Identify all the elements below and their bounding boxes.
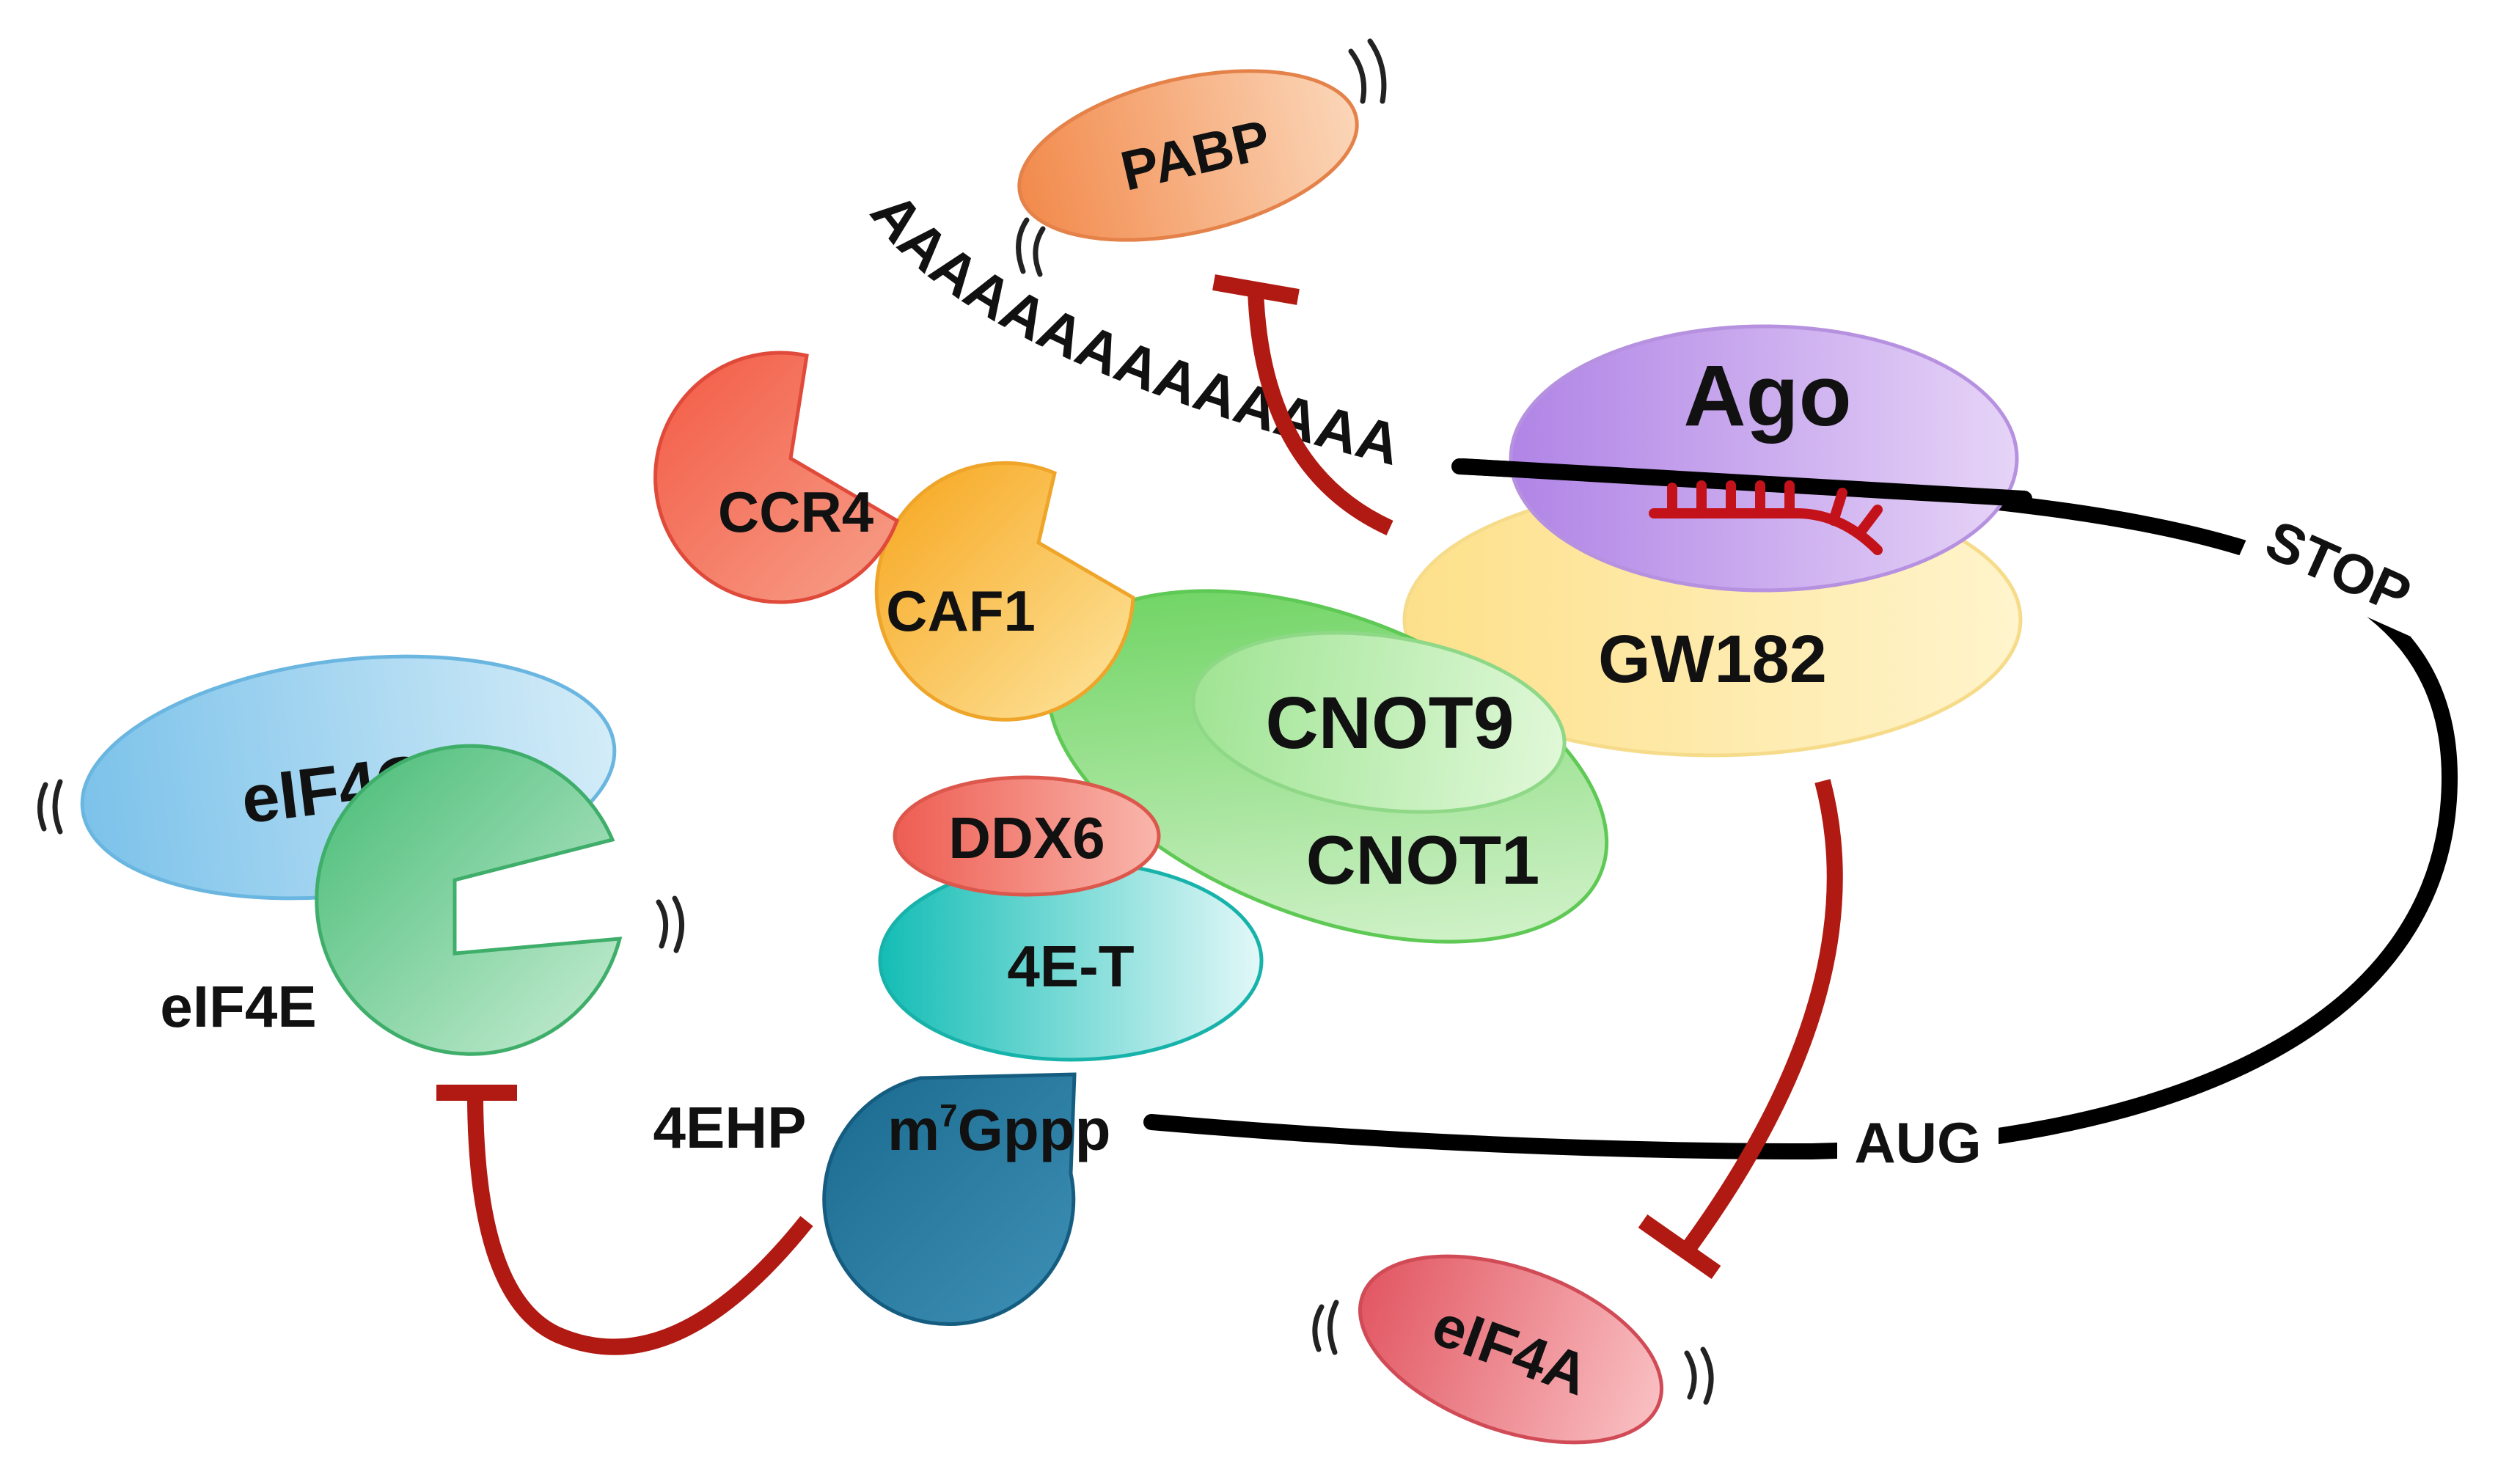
svg-text:CCR4: CCR4 bbox=[718, 480, 873, 544]
wiggle-marks bbox=[1348, 38, 1387, 104]
wiggle-marks bbox=[1312, 1300, 1339, 1355]
4ehp-protein bbox=[822, 1072, 1077, 1327]
cap-label: m7Gppp bbox=[887, 1097, 1110, 1162]
mirna bbox=[1649, 480, 1883, 555]
inhibition-arrow-eif4e bbox=[436, 1085, 813, 1355]
cnot9-protein: CNOT9 bbox=[1191, 631, 1567, 814]
ago-protein: Ago bbox=[1509, 324, 2019, 593]
inhibition-arrow-pabp bbox=[1212, 274, 1393, 536]
wiggle-marks bbox=[37, 779, 63, 835]
wiggle-marks bbox=[1684, 1346, 1714, 1405]
svg-text:CNOT1: CNOT1 bbox=[1306, 821, 1540, 898]
start-codon-label: AUG bbox=[1854, 1110, 1981, 1175]
wiggle-marks bbox=[656, 895, 685, 953]
mrna-strand bbox=[1455, 458, 2032, 507]
pabp-protein: PABP bbox=[1017, 69, 1359, 242]
ddx6-protein: DDX6 bbox=[893, 775, 1161, 897]
ccr4-protein: CCR4 bbox=[653, 351, 900, 604]
inhibition-arrow-eif4a bbox=[1638, 779, 1843, 1280]
svg-text:Ago: Ago bbox=[1683, 348, 1851, 444]
svg-text:4E-T: 4E-T bbox=[1007, 934, 1134, 999]
wiggle-marks bbox=[1016, 217, 1046, 277]
eif4e-protein bbox=[315, 744, 623, 1056]
svg-text:CAF1: CAF1 bbox=[886, 579, 1036, 643]
eif4a-protein: eIF4A bbox=[1358, 1254, 1664, 1445]
eif4e-label: eIF4E bbox=[160, 974, 316, 1039]
caf1-protein: CAF1 bbox=[874, 461, 1135, 722]
svg-text:GW182: GW182 bbox=[1598, 622, 1827, 697]
svg-text:CNOT9: CNOT9 bbox=[1266, 682, 1514, 764]
4ehp-label: 4EHP bbox=[653, 1095, 807, 1160]
svg-text:DDX6: DDX6 bbox=[948, 805, 1105, 871]
